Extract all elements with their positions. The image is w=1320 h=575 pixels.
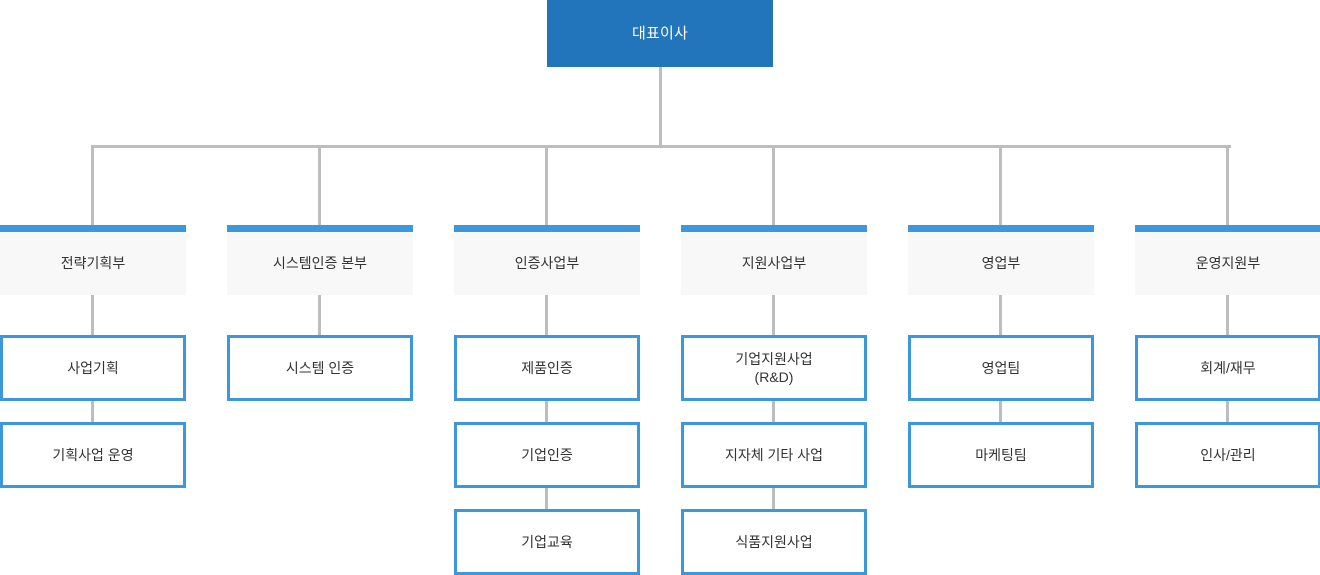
- dept-header-1[interactable]: 전략기획부: [0, 225, 186, 295]
- dept-4-child-1-label: 기업지원사업(R&D): [735, 350, 813, 385]
- dept-5-child-1-label: 영업팀: [981, 359, 1021, 376]
- connector-drop-dept-4: [772, 145, 775, 225]
- dept-column-2: 시스템인증 본부 시스템 인증: [227, 225, 413, 401]
- dept-1-child-2[interactable]: 기획사업 운영: [0, 422, 186, 488]
- dept-header-3[interactable]: 인증사업부: [454, 225, 640, 295]
- connector-horizontal-bus: [92, 145, 1231, 148]
- dept-1-child-1[interactable]: 사업기획: [0, 335, 186, 401]
- dept-5-child-2-label: 마케팅팀: [975, 446, 1027, 463]
- connector-dept-1-to-child-1: [91, 295, 94, 337]
- connector-col-5-child-1-to-2: [999, 399, 1002, 424]
- connector-col-1-child-1-to-2: [91, 399, 94, 424]
- dept-column-4: 지원사업부 기업지원사업(R&D) 지자체 기타 사업 식품지원사업: [681, 225, 867, 575]
- dept-1-child-1-label: 사업기획: [67, 359, 119, 376]
- connector-drop-dept-6: [1226, 145, 1229, 225]
- dept-3-child-3-label: 기업교육: [521, 533, 573, 550]
- dept-header-5-label: 영업부: [981, 254, 1021, 271]
- connector-col-3-child-1-to-2: [545, 399, 548, 424]
- connector-dept-5-to-child-1: [999, 295, 1002, 337]
- connector-dept-6-to-child-1: [1226, 295, 1229, 337]
- dept-header-3-label: 인증사업부: [514, 254, 580, 271]
- dept-6-child-2[interactable]: 인사/관리: [1135, 422, 1320, 488]
- dept-header-4-label: 지원사업부: [741, 254, 807, 271]
- dept-2-child-1-label: 시스템 인증: [285, 359, 355, 376]
- dept-6-child-2-label: 인사/관리: [1200, 446, 1256, 463]
- dept-5-child-1[interactable]: 영업팀: [908, 335, 1094, 401]
- connector-dept-2-to-child-1: [318, 295, 321, 337]
- dept-header-6-label: 운영지원부: [1195, 254, 1261, 271]
- dept-4-child-1[interactable]: 기업지원사업(R&D): [681, 335, 867, 401]
- dept-header-5[interactable]: 영업부: [908, 225, 1094, 295]
- dept-column-3: 인증사업부 제품인증 기업인증 기업교육: [454, 225, 640, 575]
- node-ceo-label: 대표이사: [631, 24, 688, 42]
- dept-3-child-1[interactable]: 제품인증: [454, 335, 640, 401]
- dept-4-child-2-label: 지자체 기타 사업: [725, 446, 823, 463]
- connector-dept-4-to-child-1: [772, 295, 775, 337]
- connector-drop-dept-5: [999, 145, 1002, 225]
- dept-6-child-1[interactable]: 회계/재무: [1135, 335, 1320, 401]
- dept-1-child-2-label: 기획사업 운영: [52, 446, 134, 463]
- connector-drop-dept-1: [91, 145, 94, 225]
- dept-header-4[interactable]: 지원사업부: [681, 225, 867, 295]
- dept-4-child-3[interactable]: 식품지원사업: [681, 509, 867, 575]
- connector-drop-dept-2: [318, 145, 321, 225]
- dept-column-6: 운영지원부 회계/재무 인사/관리: [1135, 225, 1320, 488]
- dept-4-child-2[interactable]: 지자체 기타 사업: [681, 422, 867, 488]
- dept-header-1-label: 전략기획부: [60, 254, 126, 271]
- dept-header-2[interactable]: 시스템인증 본부: [227, 225, 413, 295]
- dept-5-child-2[interactable]: 마케팅팀: [908, 422, 1094, 488]
- dept-3-child-2-label: 기업인증: [521, 446, 573, 463]
- connector-drop-dept-3: [545, 145, 548, 225]
- dept-header-2-label: 시스템인증 본부: [272, 254, 368, 271]
- dept-3-child-3[interactable]: 기업교육: [454, 509, 640, 575]
- dept-6-child-1-label: 회계/재무: [1200, 359, 1256, 376]
- connector-col-3-child-2-to-3: [545, 486, 548, 511]
- connector-col-4-child-1-to-2: [772, 399, 775, 424]
- dept-2-child-1[interactable]: 시스템 인증: [227, 335, 413, 401]
- node-ceo[interactable]: 대표이사: [547, 0, 773, 67]
- dept-column-5: 영업부 영업팀 마케팅팀: [908, 225, 1094, 488]
- dept-3-child-2[interactable]: 기업인증: [454, 422, 640, 488]
- dept-3-child-1-label: 제품인증: [521, 359, 573, 376]
- connector-dept-3-to-child-1: [545, 295, 548, 337]
- dept-4-child-3-label: 식품지원사업: [735, 533, 813, 550]
- connector-col-4-child-2-to-3: [772, 486, 775, 511]
- dept-column-1: 전략기획부 사업기획 기획사업 운영: [0, 225, 186, 488]
- connector-col-6-child-1-to-2: [1226, 399, 1229, 424]
- dept-header-6[interactable]: 운영지원부: [1135, 225, 1320, 295]
- connector-root-stem: [659, 67, 662, 148]
